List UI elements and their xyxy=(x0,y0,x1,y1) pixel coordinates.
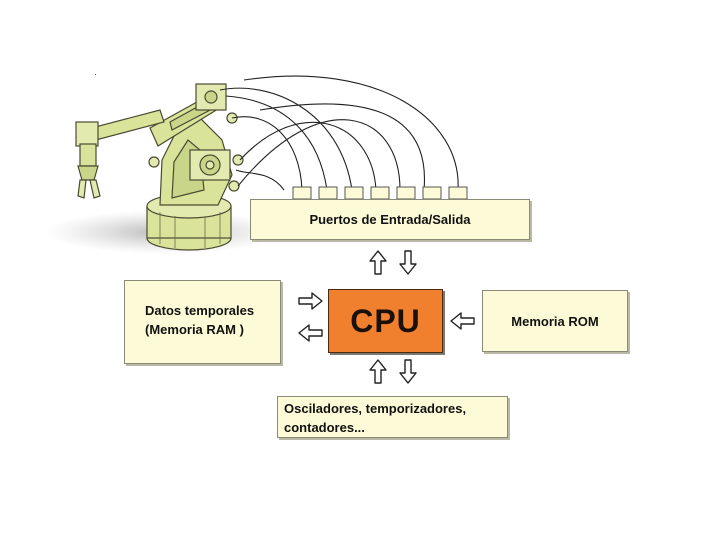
ram-label-line1: Datos temporales xyxy=(145,303,255,318)
oscillators-box: Osciladores, temporizadores, contadores.… xyxy=(277,396,508,438)
io-cables xyxy=(219,75,459,191)
arrow-right-icon xyxy=(298,292,323,310)
cpu-label: CPU xyxy=(350,302,421,339)
arrow-up-icon xyxy=(369,359,387,384)
osc-label-line1: Osciladores, temporizadores, xyxy=(284,401,467,416)
arrow-down-icon xyxy=(399,250,417,275)
io-connectors xyxy=(292,186,468,200)
arrow-left-icon xyxy=(450,312,475,330)
robot-arm-illustration xyxy=(75,83,244,251)
ram-box: Datos temporales (Memoria RAM ) xyxy=(124,280,281,364)
io-ports-label: Puertos de Entrada/Salida xyxy=(309,212,471,227)
cpu-box: CPU xyxy=(328,289,443,353)
rom-label: Memoria ROM xyxy=(511,313,599,329)
osc-label-line2: contadores... xyxy=(284,420,365,435)
ram-label-line2: (Memoria RAM ) xyxy=(145,322,244,337)
arrow-up-icon xyxy=(369,250,387,275)
stray-dot xyxy=(95,74,96,75)
io-ports-box: Puertos de Entrada/Salida xyxy=(250,199,530,240)
arrow-down-icon xyxy=(399,359,417,384)
rom-box: Memoria ROM xyxy=(482,290,628,352)
arrow-left-icon xyxy=(298,324,323,342)
